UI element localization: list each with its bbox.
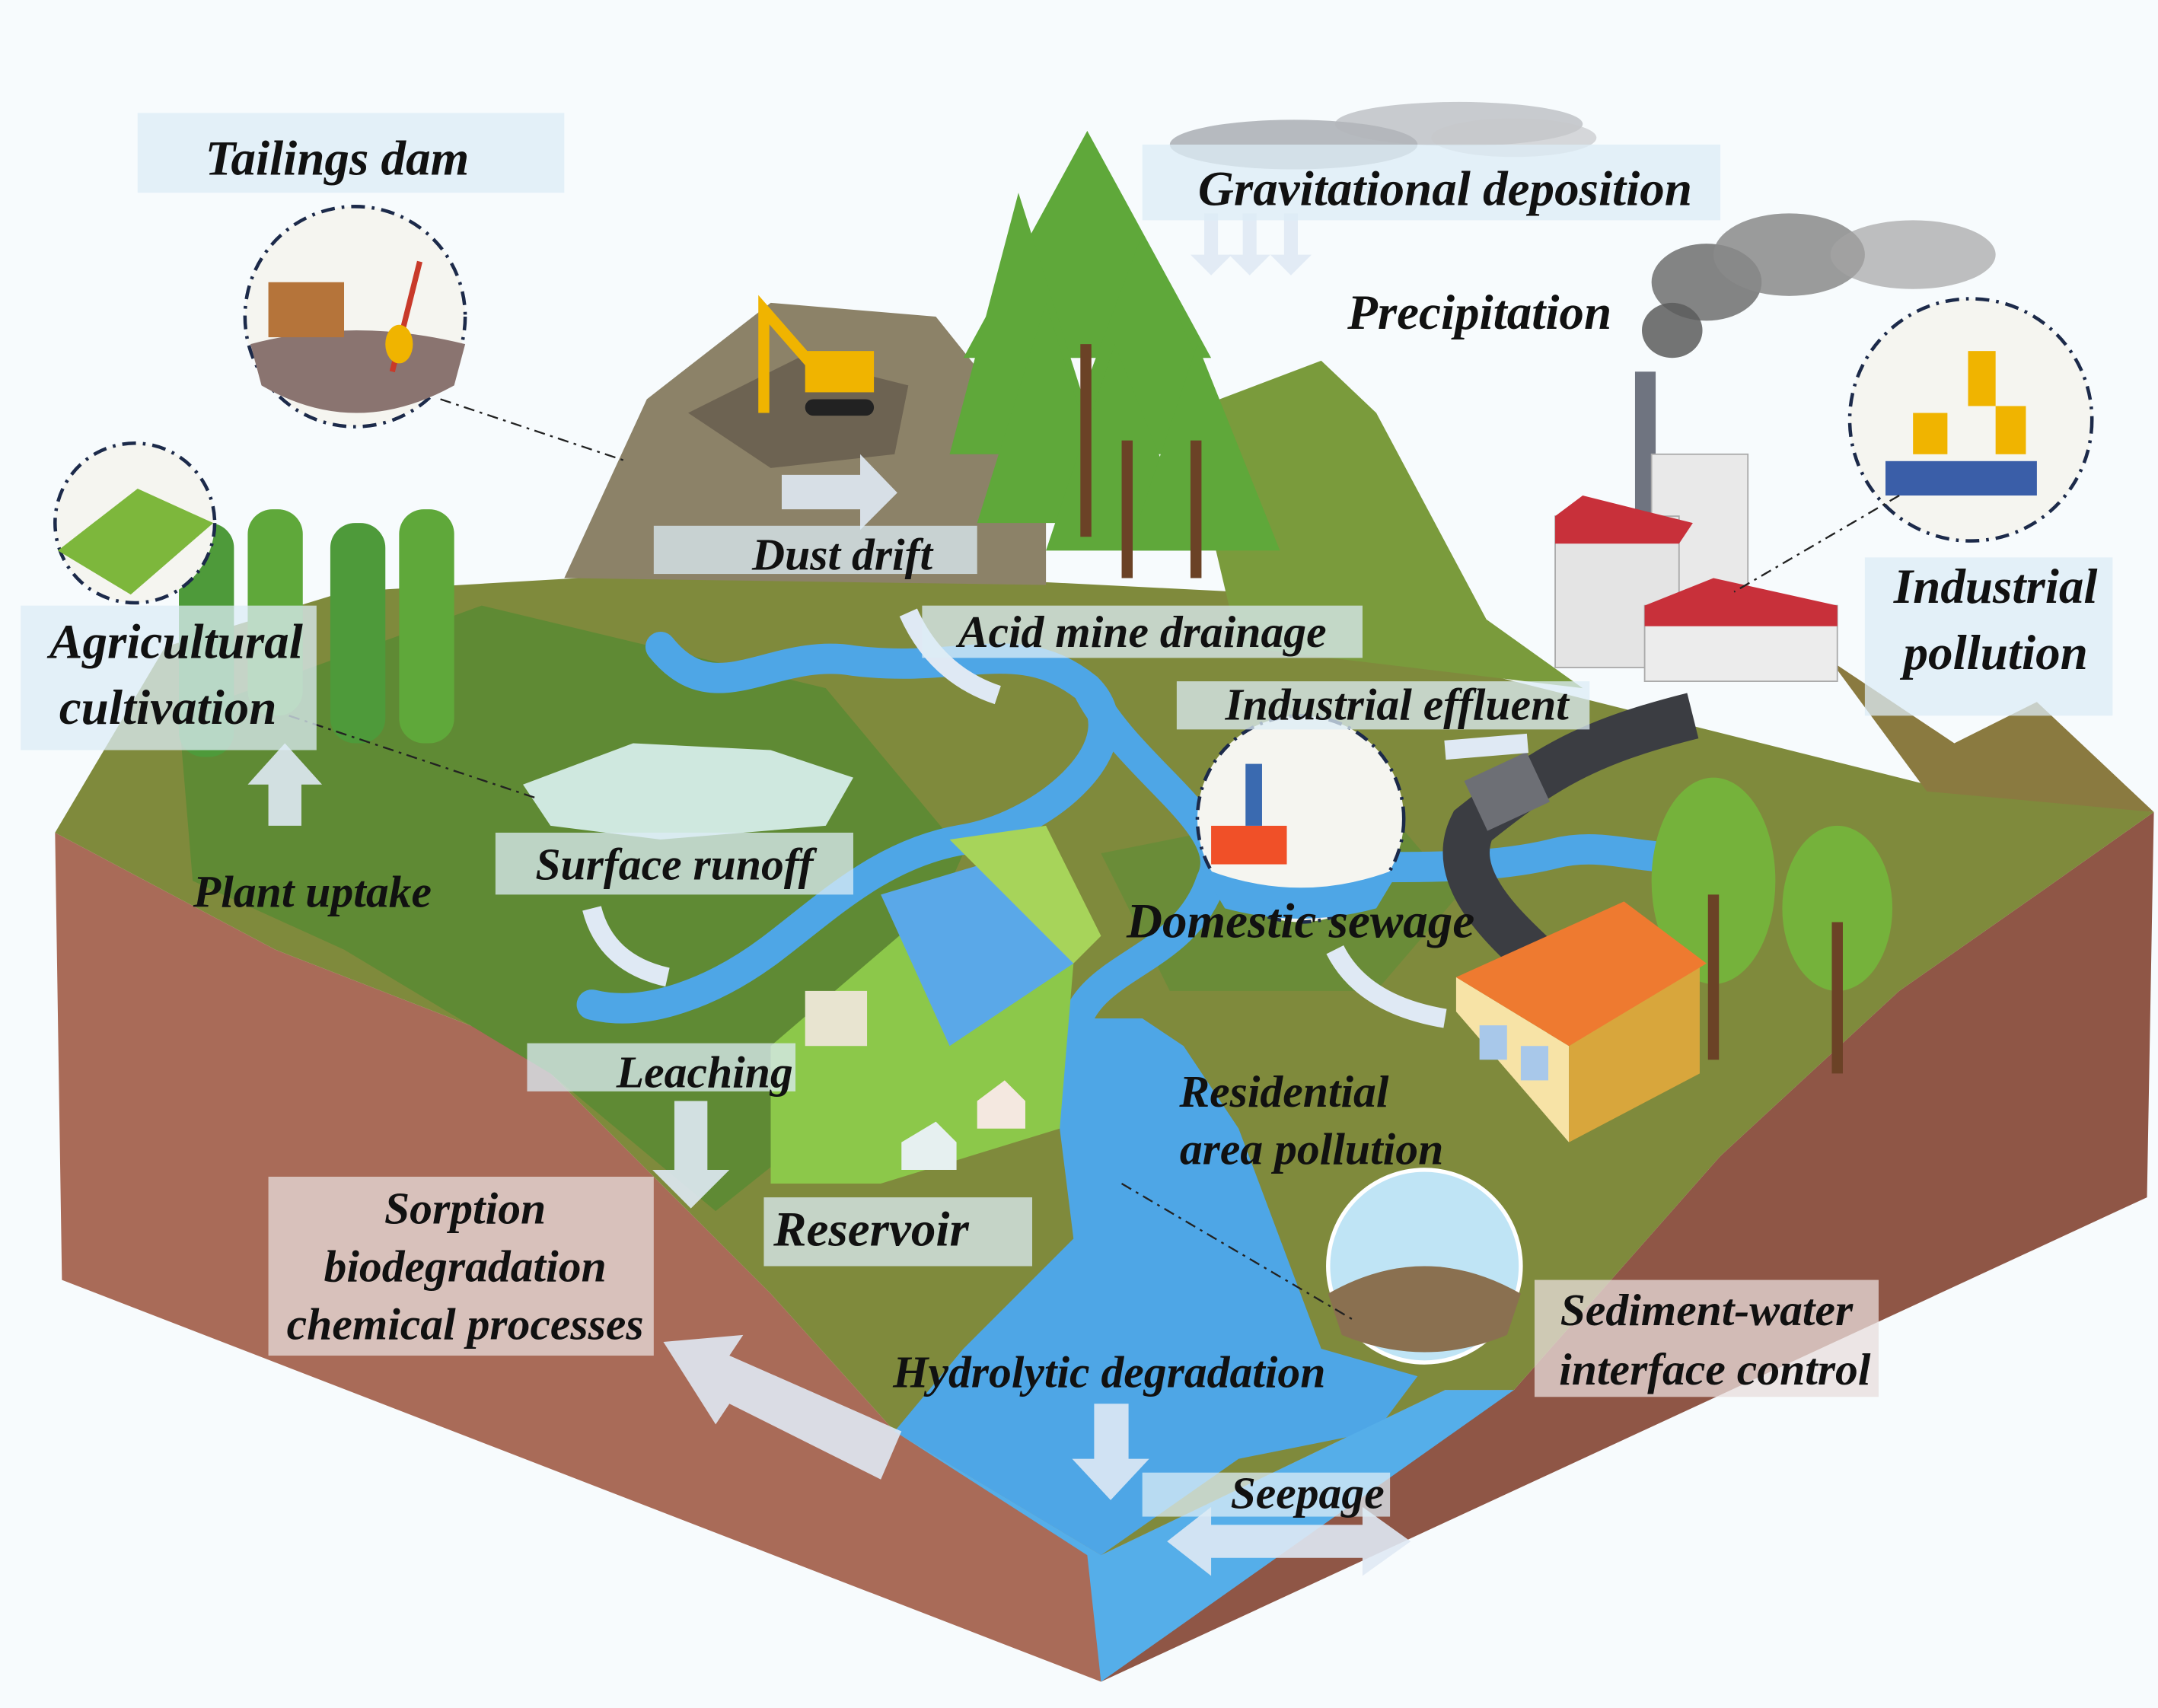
sorption-arrow <box>663 1334 902 1480</box>
label-reservoir: Reservoir <box>773 1202 969 1257</box>
label-residential-2: area pollution <box>1180 1124 1443 1174</box>
leader-line <box>1120 1183 1356 1322</box>
road <box>1442 693 1699 980</box>
right-trees <box>1651 777 1893 1074</box>
label-sorption-2: biodegradation <box>324 1241 606 1291</box>
process-arrows <box>247 213 1528 1576</box>
label-sorption-3: chemical processes <box>287 1299 644 1349</box>
label-dust-drift: Dust drift <box>751 530 934 580</box>
label-industrial-pollution-1: Industrial <box>1893 559 2098 614</box>
label-sediment-water-1: Sediment-water <box>1560 1285 1854 1335</box>
runoff-arrow <box>582 906 670 987</box>
agriculture-inset <box>53 441 217 605</box>
label-agricultural-cultivation-2: cultivation <box>59 680 277 735</box>
sewage-inset <box>1195 714 1406 924</box>
pine-forest <box>949 130 1280 578</box>
label-leaching: Leaching <box>616 1047 793 1097</box>
factory <box>1554 371 1838 682</box>
seepage-arrow <box>1167 1506 1411 1576</box>
label-surface-runoff: Surface runoff <box>535 839 817 889</box>
label-sorption-1: Sorption <box>384 1183 546 1233</box>
label-precipitation: Precipitation <box>1347 285 1611 340</box>
river-mouth <box>894 1018 1418 1556</box>
effluent-arrow <box>1444 733 1528 760</box>
label-plant-uptake: Plant uptake <box>193 867 432 917</box>
leaching-arrow <box>652 1101 730 1209</box>
pond <box>523 743 853 840</box>
label-acid-mine-drainage: Acid mine drainage <box>955 607 1327 657</box>
truck-icon <box>1464 751 1551 831</box>
reservoir-dam <box>770 825 1101 1184</box>
label-gravitational-deposition: Gravitational deposition <box>1198 162 1692 217</box>
gravitational-arrows <box>1190 213 1232 276</box>
leader-line <box>288 715 537 799</box>
hydrolytic-arrow <box>1072 1404 1149 1500</box>
label-residential-1: Residential <box>1178 1066 1389 1117</box>
tailings-dam-inset <box>243 205 467 429</box>
label-domestic-sewage: Domestic sewage <box>1126 894 1474 948</box>
label-agricultural-cultivation-1: Agricultural <box>46 614 303 669</box>
sediment-water-inset <box>1326 1168 1523 1365</box>
leader-line <box>440 398 627 462</box>
excavator-icon <box>758 295 875 416</box>
label-seepage: Seepage <box>1231 1468 1385 1518</box>
label-sediment-water-2: interface control <box>1559 1344 1871 1394</box>
sewage-arrow <box>1326 945 1447 1028</box>
right-hill <box>1830 660 2154 812</box>
factory-smoke <box>1641 213 1996 358</box>
house <box>1455 901 1707 1142</box>
leader-line <box>1733 494 1900 593</box>
industrial-inset <box>1847 297 2094 543</box>
label-industrial-pollution-2: pollution <box>1899 626 2087 680</box>
acid-drainage-arrow <box>899 608 1002 705</box>
dust-drift-arrow <box>781 454 897 531</box>
label-industrial-effluent: Industrial effluent <box>1224 680 1570 730</box>
label-hydrolytic-degradation: Hydrolytic degradation <box>892 1347 1325 1397</box>
plant-uptake-arrow <box>247 743 323 826</box>
label-backgrounds <box>21 113 2113 1517</box>
left-forest <box>179 509 454 757</box>
label-tailings-dam: Tailings dam <box>206 132 470 186</box>
